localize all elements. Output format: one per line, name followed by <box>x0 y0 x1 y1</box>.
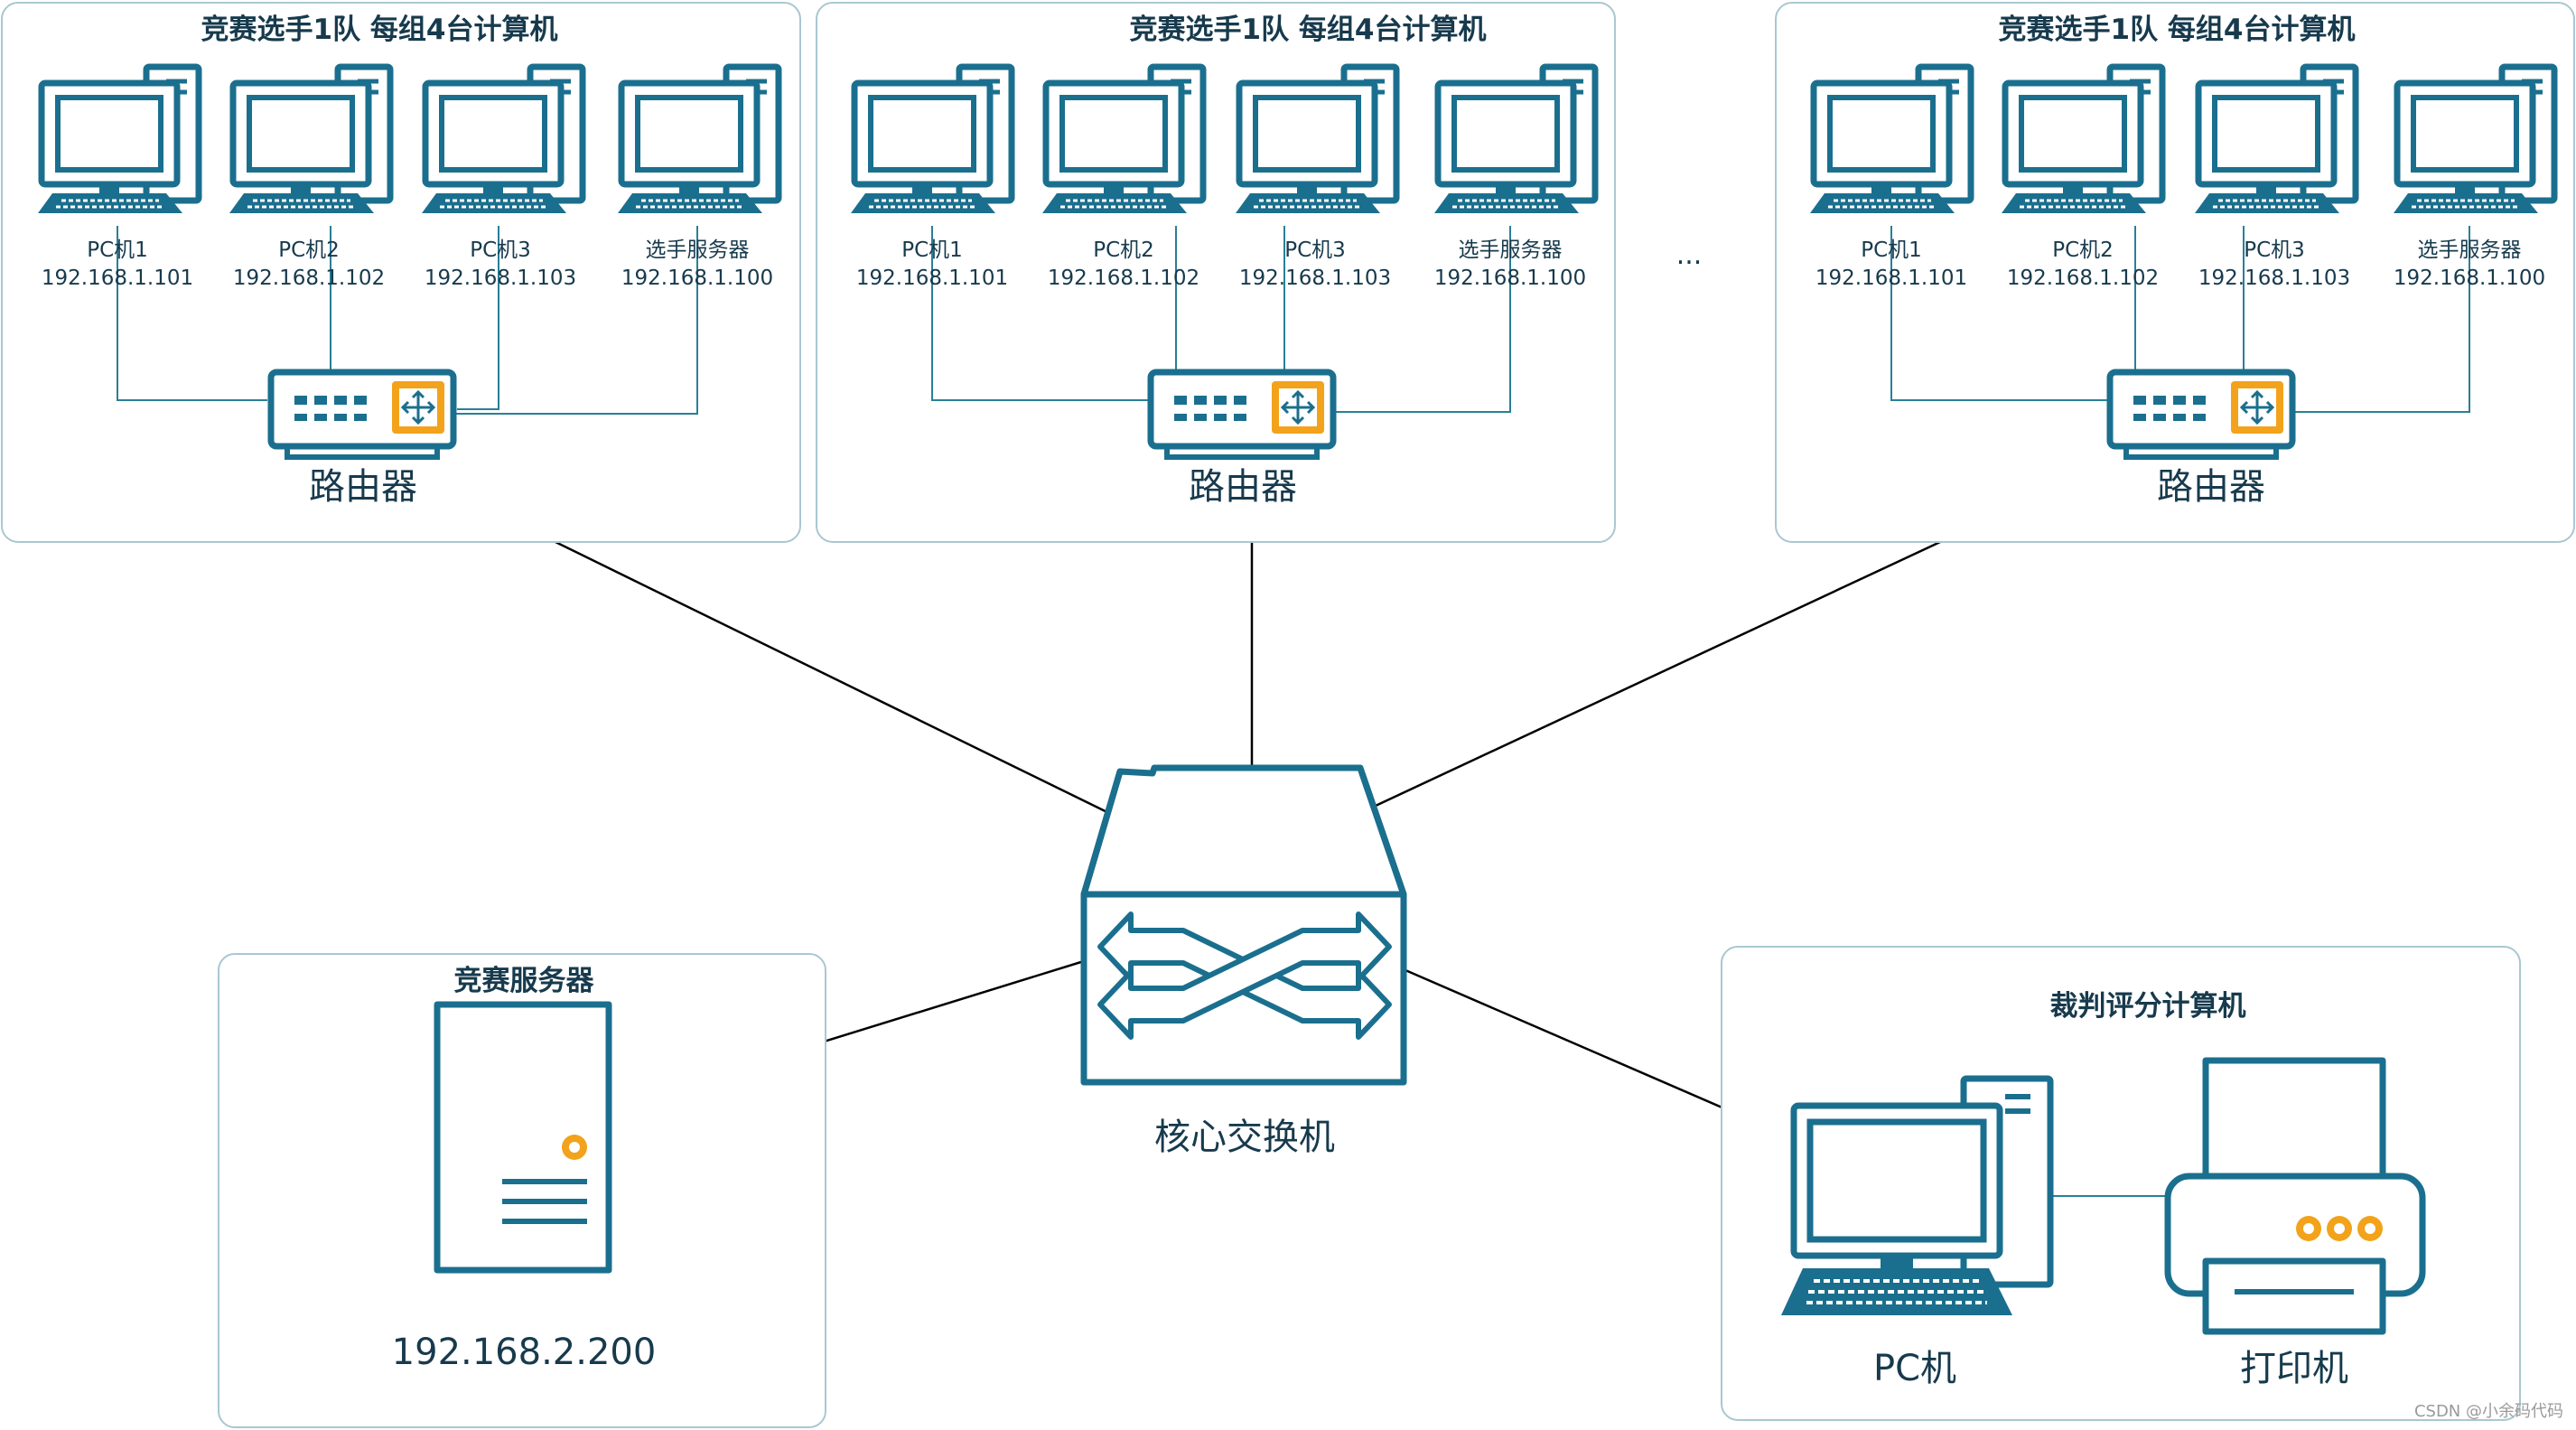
team-group-2: 竞赛选手1队 每组4台计算机 PC机1 192.168.1.101 PC机2 1… <box>816 2 1616 543</box>
group-box <box>1775 2 2575 543</box>
more-groups-ellipsis: ... <box>1676 239 1703 271</box>
judge-box: 裁判评分计算机 PC机 打印机 <box>1721 946 2521 1421</box>
pc-ip: 192.168.1.100 <box>1434 266 1586 290</box>
team-group-1: 竞赛选手1队 每组4台计算机 PC机1 192.168.1.101 PC机2 1… <box>1 2 801 543</box>
router-label: 路由器 <box>1189 466 1297 508</box>
pc-ip: 192.168.1.103 <box>2198 266 2350 290</box>
pc-name: PC机3 <box>1284 238 1346 262</box>
pc-ip: 192.168.1.102 <box>1048 266 1199 290</box>
group-title: 竞赛选手1队 每组4台计算机 <box>1999 14 2356 46</box>
link-group-1 <box>555 540 1121 820</box>
pc-ip: 192.168.1.100 <box>2394 266 2545 290</box>
router-icon <box>2110 372 2292 457</box>
judge-pc-icon <box>1781 1075 2054 1315</box>
router-icon <box>271 372 453 457</box>
pc-name: 选手服务器 <box>2418 238 2522 262</box>
group-title: 竞赛选手1队 每组4台计算机 <box>1130 14 1487 46</box>
pc-ip: 192.168.1.101 <box>42 266 193 290</box>
pc-name: PC机2 <box>278 238 340 262</box>
group-title: 竞赛选手1队 每组4台计算机 <box>201 14 558 46</box>
group-wires <box>117 226 698 415</box>
pc-ip: 192.168.1.100 <box>621 266 773 290</box>
pc-name: PC机2 <box>2052 238 2114 262</box>
group-wires <box>931 226 1511 413</box>
core-switch-label: 核心交换机 <box>1154 1117 1335 1158</box>
judge-title: 裁判评分计算机 <box>2050 990 2246 1023</box>
competition-server-ip: 192.168.2.200 <box>392 1332 657 1373</box>
group-wires <box>1890 226 2470 413</box>
pc-name: PC机3 <box>2244 238 2305 262</box>
group-box <box>816 2 1616 543</box>
pc-ip: 192.168.1.103 <box>1239 266 1391 290</box>
link-group-3 <box>1363 540 1941 813</box>
pc-name: PC机2 <box>1093 238 1154 262</box>
competition-server-box: 竞赛服务器 192.168.2.200 <box>218 953 826 1428</box>
competition-server-title: 竞赛服务器 <box>454 965 595 997</box>
pc-name: 选手服务器 <box>1459 238 1563 262</box>
router-icon <box>1151 372 1333 457</box>
team-group-3: 竞赛选手1队 每组4台计算机 PC机1 192.168.1.101 PC机2 1… <box>1775 2 2575 543</box>
pc-name: PC机1 <box>901 238 963 262</box>
pc-name: PC机1 <box>1861 238 1922 262</box>
printer-icon <box>2164 1057 2426 1335</box>
pc-name: PC机3 <box>470 238 531 262</box>
watermark: CSDN @小余码代码 <box>2414 1402 2563 1421</box>
core-switch-icon <box>1080 764 1407 1086</box>
judge-pc-label: PC机 <box>1873 1348 1956 1389</box>
pc-ip: 192.168.1.101 <box>1815 266 1967 290</box>
router-label: 路由器 <box>2157 466 2265 508</box>
pc-name: PC机1 <box>87 238 148 262</box>
pc-name: 选手服务器 <box>646 238 750 262</box>
pc-ip: 192.168.1.103 <box>425 266 576 290</box>
pc-ip: 192.168.1.102 <box>233 266 385 290</box>
router-label: 路由器 <box>309 466 417 508</box>
pc-ip: 192.168.1.101 <box>856 266 1008 290</box>
pc-ip: 192.168.1.102 <box>2007 266 2159 290</box>
server-tower-icon <box>434 1001 612 1274</box>
core-switch: 核心交换机 <box>1080 764 1407 1158</box>
printer-label: 打印机 <box>2240 1348 2348 1389</box>
